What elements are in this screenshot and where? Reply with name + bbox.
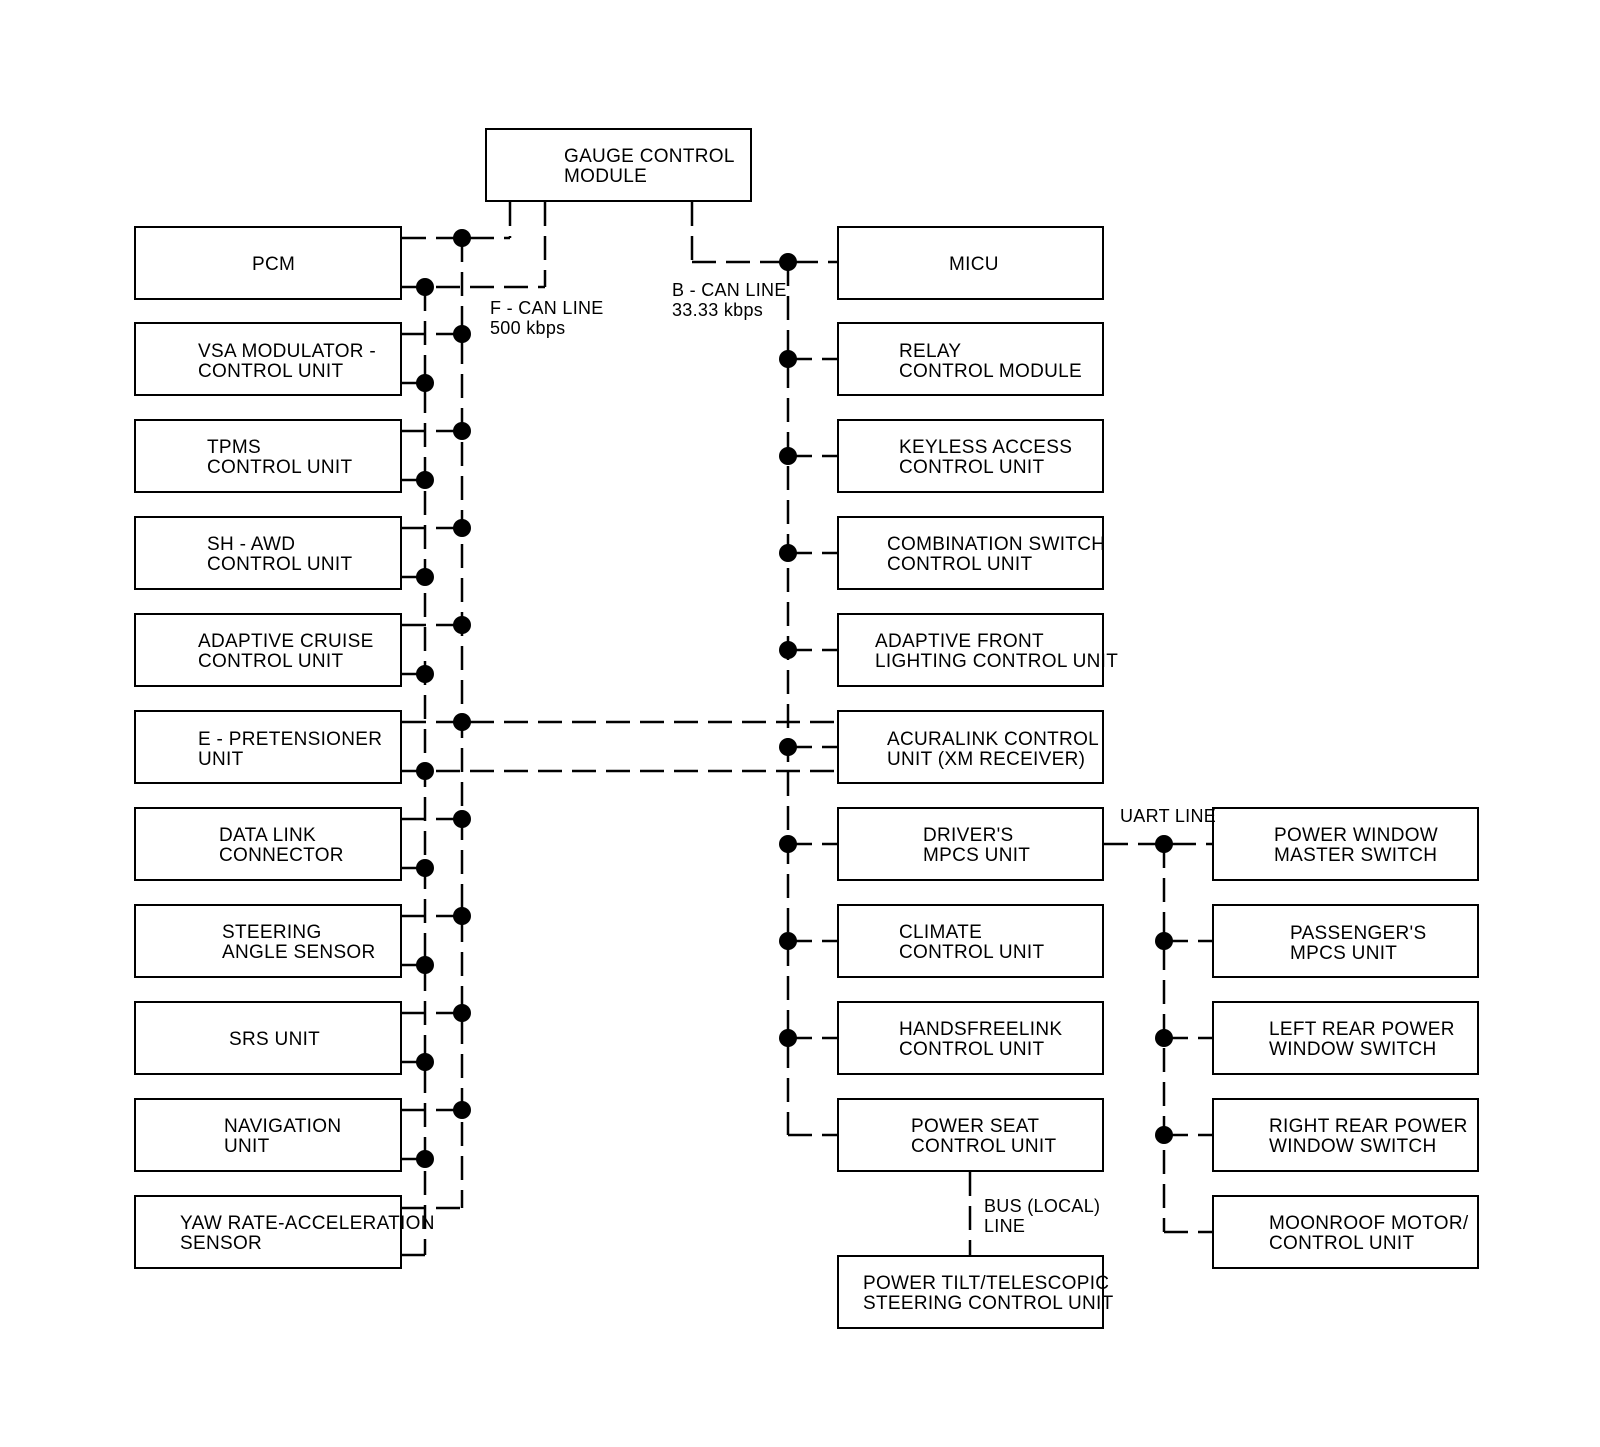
e-pretensioner-box: E - PRETENSIONER UNIT: [134, 710, 402, 784]
right-rear-window-switch-label: RIGHT REAR POWER WINDOW SWITCH: [1269, 1116, 1468, 1157]
srs-unit-box: SRS UNIT: [134, 1001, 402, 1075]
adaptive-front-lighting-label: ADAPTIVE FRONT LIGHTING CONTROL UNIT: [875, 631, 1119, 672]
f-can-junction-dot: [453, 1004, 471, 1022]
yaw-rate-sensor-box: YAW RATE-ACCELERATION SENSOR: [134, 1195, 434, 1269]
b-can-junction-dot: [779, 738, 797, 756]
combination-switch-box: COMBINATION SWITCH CONTROL UNIT: [837, 516, 1106, 590]
data-link-connector-box: DATA LINK CONNECTOR: [134, 807, 402, 881]
vsa-modulator-box: VSA MODULATOR - CONTROL UNIT: [134, 322, 402, 396]
climate-control-box: CLIMATE CONTROL UNIT: [837, 904, 1104, 978]
f-can-junction-dot: [453, 325, 471, 343]
steering-angle-sensor-box: STEERING ANGLE SENSOR: [134, 904, 402, 978]
b-can-junction-dot: [779, 835, 797, 853]
f-can-junction-dot: [453, 810, 471, 828]
handsfreelink-label: HANDSFREELINK CONTROL UNIT: [899, 1019, 1063, 1060]
climate-control-label: CLIMATE CONTROL UNIT: [899, 922, 1045, 963]
moonroof-control-box: MOONROOF MOTOR/ CONTROL UNIT: [1212, 1195, 1479, 1269]
b-can-junction-dot: [779, 932, 797, 950]
uart-junction-dot: [1155, 932, 1173, 950]
sh-awd-label: SH - AWD CONTROL UNIT: [207, 534, 353, 575]
f-can-junction-dot: [416, 956, 434, 974]
power-window-master-box: POWER WINDOW MASTER SWITCH: [1212, 807, 1479, 881]
steering-angle-sensor-label: STEERING ANGLE SENSOR: [222, 922, 376, 963]
f-can-junction-dot: [416, 471, 434, 489]
vsa-modulator-label: VSA MODULATOR - CONTROL UNIT: [198, 341, 376, 382]
adaptive-cruise-label: ADAPTIVE CRUISE CONTROL UNIT: [198, 631, 374, 672]
b-can-junction-dot: [779, 641, 797, 659]
power-tilt-telescopic-label: POWER TILT/TELESCOPIC STEERING CONTROL U…: [863, 1273, 1114, 1314]
power-window-master-label: POWER WINDOW MASTER SWITCH: [1274, 825, 1439, 866]
srs-unit-label: SRS UNIT: [229, 1029, 321, 1050]
f-can-junction-dot: [453, 1101, 471, 1119]
acuralink-box: ACURALINK CONTROL UNIT (XM RECEIVER): [837, 710, 1104, 784]
relay-control-module-label: RELAY CONTROL MODULE: [899, 341, 1082, 382]
b-can-junction-dot: [779, 447, 797, 465]
f-can-junction-dot: [416, 665, 434, 683]
f-can-junction-dot: [416, 1053, 434, 1071]
keyless-access-box: KEYLESS ACCESS CONTROL UNIT: [837, 419, 1104, 493]
acuralink-label: ACURALINK CONTROL UNIT (XM RECEIVER): [887, 729, 1100, 770]
b-can-junction-dot: [779, 544, 797, 562]
f-can-junction-dot: [453, 616, 471, 634]
gauge-control-module-label: GAUGE CONTROL MODULE: [564, 146, 735, 187]
combination-switch-label: COMBINATION SWITCH CONTROL UNIT: [887, 534, 1106, 575]
e-pretensioner-label: E - PRETENSIONER UNIT: [198, 729, 383, 770]
handsfreelink-box: HANDSFREELINK CONTROL UNIT: [837, 1001, 1104, 1075]
data-link-connector-label: DATA LINK CONNECTOR: [219, 825, 344, 866]
f-can-junction-dot: [416, 859, 434, 877]
pcm-label: PCM: [252, 254, 296, 275]
f-can-junction-dot: [453, 519, 471, 537]
drivers-mpcs-box: DRIVER'S MPCS UNIT: [837, 807, 1104, 881]
uart-junction-dot: [1155, 1126, 1173, 1144]
f-can-junction-dot: [416, 374, 434, 392]
uart-junction-dot: [1155, 1029, 1173, 1047]
left-rear-window-switch-box: LEFT REAR POWER WINDOW SWITCH: [1212, 1001, 1479, 1075]
power-tilt-telescopic-box: POWER TILT/TELESCOPIC STEERING CONTROL U…: [837, 1255, 1113, 1329]
relay-control-module-box: RELAY CONTROL MODULE: [837, 322, 1104, 396]
micu-label: MICU: [949, 254, 999, 275]
keyless-access-label: KEYLESS ACCESS CONTROL UNIT: [899, 437, 1073, 478]
drivers-mpcs-label: DRIVER'S MPCS UNIT: [923, 825, 1031, 866]
f-can-junction-dot: [416, 762, 434, 780]
micu-box: MICU: [837, 226, 1104, 300]
f-can-line-label: F - CAN LINE 500 kbps: [490, 298, 604, 338]
moonroof-control-label: MOONROOF MOTOR/ CONTROL UNIT: [1269, 1213, 1469, 1254]
passengers-mpcs-box: PASSENGER'S MPCS UNIT: [1212, 904, 1479, 978]
passengers-mpcs-label: PASSENGER'S MPCS UNIT: [1290, 923, 1427, 964]
local-bus-line-label: BUS (LOCAL) LINE: [984, 1196, 1101, 1236]
right-rear-window-switch-box: RIGHT REAR POWER WINDOW SWITCH: [1212, 1098, 1479, 1172]
f-can-junction-dot: [453, 907, 471, 925]
tpms-box: TPMS CONTROL UNIT: [134, 419, 402, 493]
adaptive-front-lighting-box: ADAPTIVE FRONT LIGHTING CONTROL UNIT: [837, 613, 1118, 687]
power-seat-label: POWER SEAT CONTROL UNIT: [911, 1116, 1057, 1157]
navigation-unit-label: NAVIGATION UNIT: [224, 1116, 342, 1157]
pcm-box: PCM: [134, 226, 402, 300]
b-can-junction-dot: [779, 350, 797, 368]
f-can-junction-dot: [453, 422, 471, 440]
f-can-junction-dot: [416, 1150, 434, 1168]
yaw-rate-sensor-label: YAW RATE-ACCELERATION SENSOR: [180, 1213, 435, 1254]
sh-awd-box: SH - AWD CONTROL UNIT: [134, 516, 402, 590]
gauge-control-module-box: GAUGE CONTROL MODULE: [485, 128, 752, 202]
f-can-junction-dot: [416, 568, 434, 586]
adaptive-cruise-box: ADAPTIVE CRUISE CONTROL UNIT: [134, 613, 402, 687]
b-can-junction-dot: [779, 1029, 797, 1047]
b-can-line-label: B - CAN LINE 33.33 kbps: [672, 280, 787, 320]
navigation-unit-box: NAVIGATION UNIT: [134, 1098, 402, 1172]
tpms-label: TPMS CONTROL UNIT: [207, 437, 353, 478]
uart-line-label: UART LINE: [1120, 806, 1217, 826]
f-can-junction-dot: [453, 713, 471, 731]
left-rear-window-switch-label: LEFT REAR POWER WINDOW SWITCH: [1269, 1019, 1455, 1060]
power-seat-box: POWER SEAT CONTROL UNIT: [837, 1098, 1104, 1172]
